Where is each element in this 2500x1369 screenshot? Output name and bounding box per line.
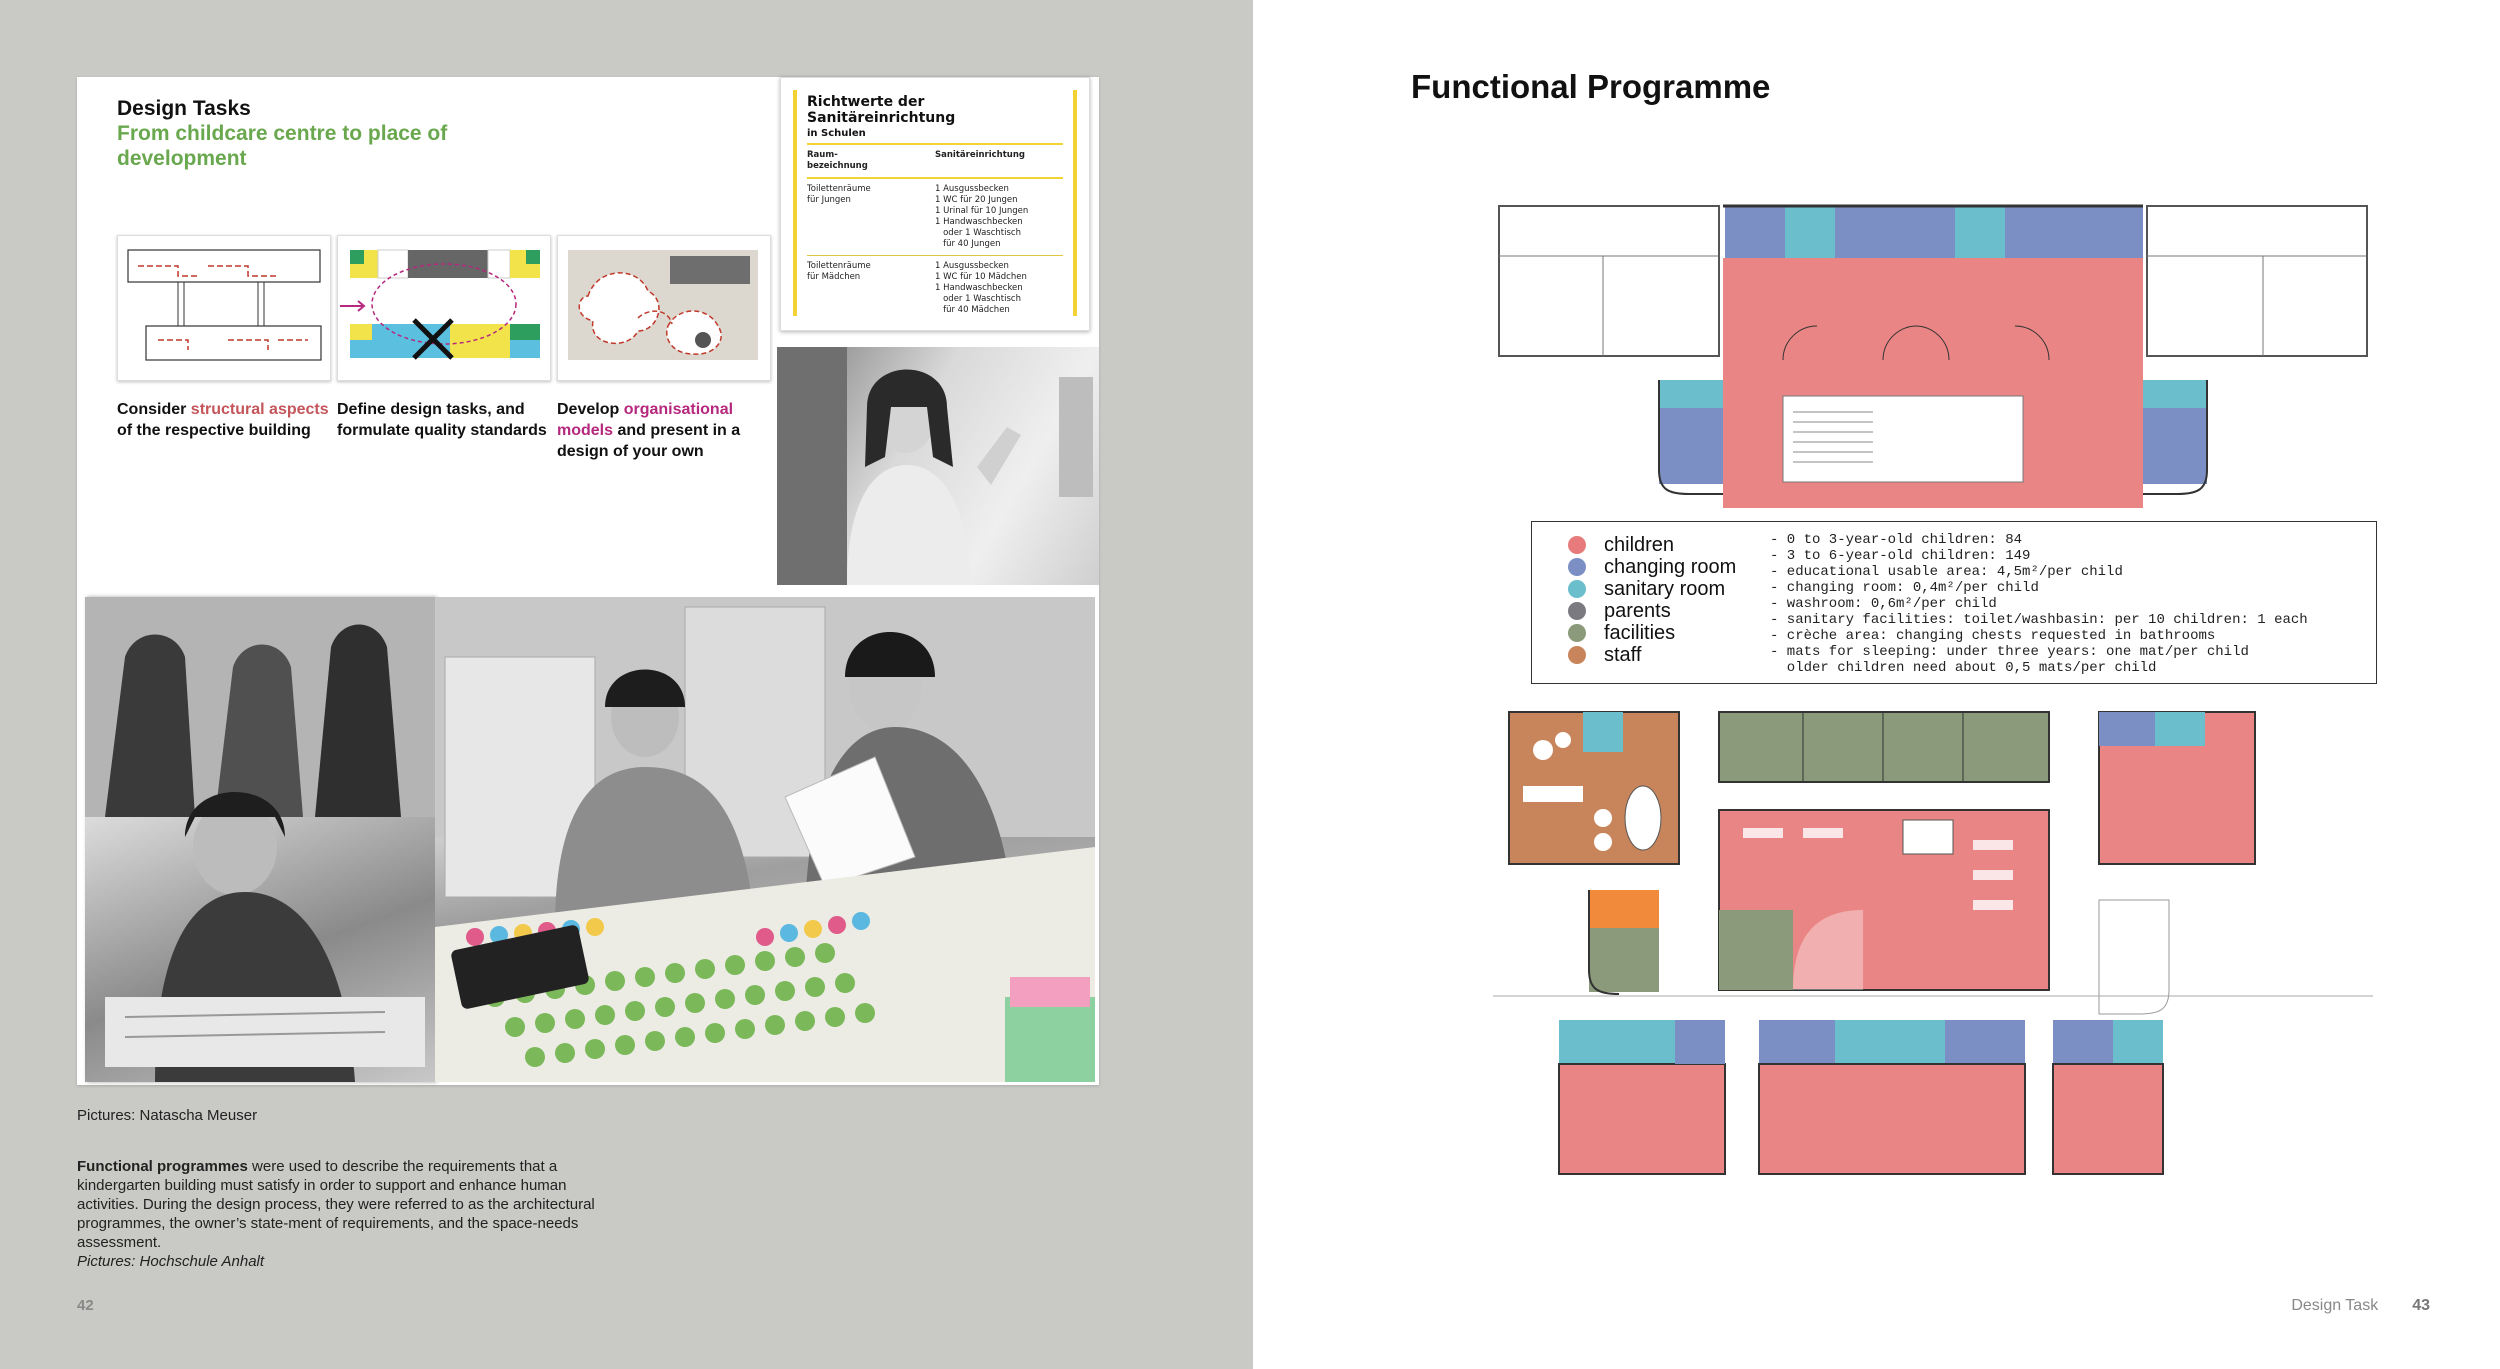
step-text-organisational: Develop organisational models and presen… xyxy=(557,401,741,460)
norms-room: Toilettenräume für Jungen xyxy=(807,184,871,205)
page-footer: Design Task 43 xyxy=(2291,1297,2430,1315)
note-line: - crèche area: changing chests requested… xyxy=(1770,628,2216,644)
legend-dot xyxy=(1568,602,1586,620)
note-line: - mats for sleeping: under three years: … xyxy=(1770,644,2249,660)
page-number-right: 43 xyxy=(2412,1297,2430,1314)
page-number-left: 42 xyxy=(77,1297,94,1314)
photo-student-presenting xyxy=(777,347,1099,585)
norms-header-row: Raum- bezeichnung Sanitäreinrichtung xyxy=(807,145,1063,179)
page-title: Functional Programme xyxy=(1411,68,1771,105)
sanitary-norms-card: Richtwerte der Sanitäreinrichtung in Sch… xyxy=(780,77,1090,331)
norms-header-room: Raum- bezeichnung xyxy=(807,150,868,171)
upper-floor-plan xyxy=(1498,204,2368,508)
note-line: - sanitary facilities: toilet/washbasin:… xyxy=(1770,612,2308,628)
presenter-silhouette xyxy=(777,347,1093,585)
design-tasks-slide: Design Tasks From childcare centre to pl… xyxy=(77,77,777,583)
slide-title: Design Tasks xyxy=(117,97,251,120)
note-line: - changing room: 0,4m²/per child xyxy=(1770,580,2039,596)
step-text-quality: Define design tasks, and formulate quali… xyxy=(337,401,547,439)
body-credit: Pictures: Hochschule Anhalt xyxy=(77,1253,265,1270)
legend-item-parents: parents xyxy=(1568,600,1736,622)
legend-item-children: children xyxy=(1568,534,1736,556)
footer-section: Design Task xyxy=(2291,1297,2379,1314)
norms-items: 1 Ausgussbecken 1 WC für 20 Jungen 1 Uri… xyxy=(935,184,1029,249)
norms-header-items: Sanitäreinrichtung xyxy=(935,150,1025,160)
structural-plan-sketch xyxy=(127,249,322,361)
body-lead: Functional programmes xyxy=(77,1158,248,1175)
note-line: - washroom: 0,6m²/per child xyxy=(1770,596,1997,612)
body-text: were used to describe the requirements t… xyxy=(77,1158,595,1251)
ground-floor-plan xyxy=(1493,711,2373,1175)
students-scene xyxy=(435,597,1095,1082)
left-page: Design Tasks From childcare centre to pl… xyxy=(0,0,1253,1369)
legend-dot xyxy=(1568,580,1586,598)
programme-notes: - 0 to 3-year-old children: 84- 3 to 6-y… xyxy=(1770,532,2308,676)
slide-subtitle: From childcare centre to place of develo… xyxy=(117,122,448,170)
photo-student-reading xyxy=(85,597,435,1082)
right-page: Functional Programme xyxy=(1253,0,2500,1369)
legend-item-sanitary-room: sanitary room xyxy=(1568,578,1736,600)
zoning-diagram-card xyxy=(337,235,551,381)
legend-dot xyxy=(1568,646,1586,664)
sanitary-norms-table: Richtwerte der Sanitäreinrichtung in Sch… xyxy=(793,90,1077,316)
legend-item-changing-room: changing room xyxy=(1568,556,1736,578)
step-text-structural: Consider structural aspects of the respe… xyxy=(117,401,329,439)
zoning-diagram xyxy=(340,249,540,360)
photo-collage: Design Tasks From childcare centre to pl… xyxy=(77,77,1099,1085)
norms-row-girls: Toilettenräume für Mädchen 1 Ausgussbeck… xyxy=(807,256,1063,321)
picture-credit: Pictures: Natascha Meuser xyxy=(77,1107,258,1124)
body-paragraph: Functional programmes were used to descr… xyxy=(77,1157,597,1271)
norms-title: Richtwerte der Sanitäreinrichtung xyxy=(807,94,956,126)
norms-items: 1 Ausgussbecken 1 WC für 10 Mädchen 1 Ha… xyxy=(935,261,1027,315)
legend-dot xyxy=(1568,536,1586,554)
legend-list: children changing room sanitary room par… xyxy=(1568,534,1736,666)
reading-student-silhouette xyxy=(85,597,435,1082)
legend-dot xyxy=(1568,558,1586,576)
organisational-model-card xyxy=(557,235,771,381)
structural-plan-card xyxy=(117,235,331,381)
note-line: - educational usable area: 4,5m²/per chi… xyxy=(1770,564,2123,580)
note-line: - 3 to 6-year-old children: 149 xyxy=(1770,548,2031,564)
legend-box: children changing room sanitary room par… xyxy=(1531,521,2377,684)
organisational-model-sketch xyxy=(568,250,758,360)
norms-subtitle: in Schulen xyxy=(807,128,1063,145)
legend-dot xyxy=(1568,624,1586,642)
norms-room: Toilettenräume für Mädchen xyxy=(807,261,871,282)
legend-item-staff: staff xyxy=(1568,644,1736,666)
legend-item-facilities: facilities xyxy=(1568,622,1736,644)
photo-students-working xyxy=(435,597,1095,1082)
note-line: - 0 to 3-year-old children: 84 xyxy=(1770,532,2023,548)
note-line: older children need about 0,5 mats/per c… xyxy=(1770,660,2157,676)
norms-row-boys: Toilettenräume für Jungen 1 Ausgussbecke… xyxy=(807,179,1063,256)
